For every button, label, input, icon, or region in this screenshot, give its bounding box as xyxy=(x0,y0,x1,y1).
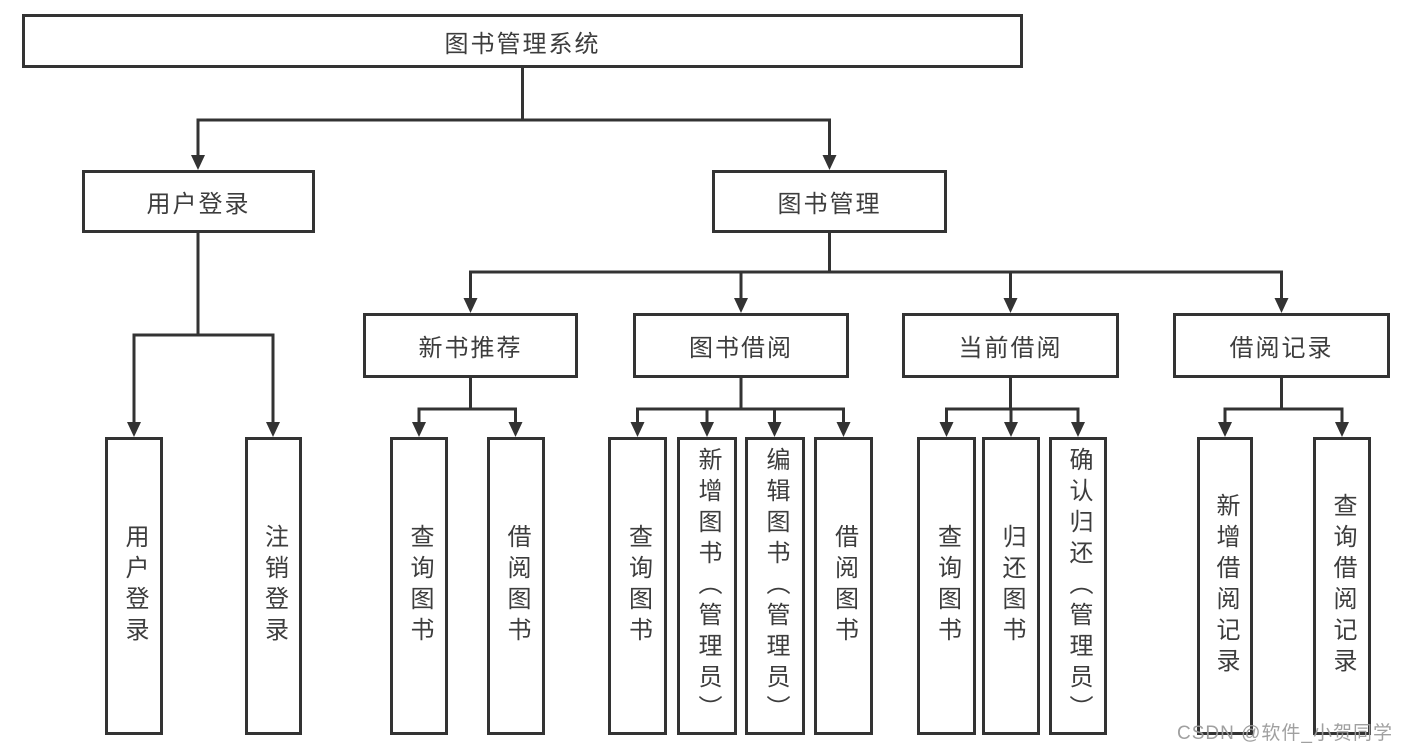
node-borrowing-records-label: 借阅记录 xyxy=(1229,335,1334,362)
watermark: CSDN @软件_小贺同学 xyxy=(1177,723,1393,744)
leaf-edit-book-admin-label: 编辑图书（管理员） xyxy=(762,446,789,726)
arrowheads xyxy=(127,155,1349,437)
leaf-query-books-2-label: 查询图书 xyxy=(624,524,652,648)
leaf-add-book-admin-label: 新增图书（管理员） xyxy=(694,446,721,726)
leaf-add-borrow-record-label: 新增借阅记录 xyxy=(1212,493,1239,679)
leaf-query-books-1-label: 查询图书 xyxy=(406,524,433,648)
leaf-logout-label: 注销登录 xyxy=(260,524,288,648)
leaf-borrow-books-2-label: 借阅图书 xyxy=(830,524,858,648)
leaf-add-book-admin: 新增图书（管理员） xyxy=(677,437,737,735)
bar-user-login-children xyxy=(132,333,275,425)
node-new-book-recommend-label: 新书推荐 xyxy=(418,335,523,362)
node-book-management-label: 图书管理 xyxy=(777,191,882,218)
node-root-label: 图书管理系统 xyxy=(444,30,601,58)
leaf-query-borrow-record-label: 查询借阅记录 xyxy=(1329,493,1356,679)
leaf-borrow-books-2: 借阅图书 xyxy=(814,437,873,735)
node-user-login: 用户登录 xyxy=(82,170,315,233)
bar-book-management-children xyxy=(469,270,1283,301)
leaf-add-borrow-record: 新增借阅记录 xyxy=(1197,437,1253,735)
leaf-borrow-books-1: 借阅图书 xyxy=(487,437,545,735)
leaf-return-book: 归还图书 xyxy=(982,437,1040,735)
bar-borrow-records-children xyxy=(1223,407,1344,425)
node-book-management: 图书管理 xyxy=(712,170,947,233)
bar-new-book-children xyxy=(417,407,517,425)
node-current-borrowing: 当前借阅 xyxy=(902,313,1119,378)
leaf-query-books-3: 查询图书 xyxy=(917,437,976,735)
leaf-query-books-1: 查询图书 xyxy=(390,437,448,735)
node-root: 图书管理系统 xyxy=(22,14,1023,68)
bar-book-borrow-children xyxy=(636,407,845,425)
node-borrowing-records: 借阅记录 xyxy=(1173,313,1390,378)
leaf-confirm-return-admin: 确认归还（管理员） xyxy=(1049,437,1107,735)
node-book-borrowing-label: 图书借阅 xyxy=(689,335,793,362)
leaf-user-login-label: 用户登录 xyxy=(121,524,148,648)
leaf-confirm-return-admin-label: 确认归还（管理员） xyxy=(1065,446,1092,726)
node-new-book-recommend: 新书推荐 xyxy=(363,313,578,378)
leaf-query-borrow-record: 查询借阅记录 xyxy=(1313,437,1371,735)
leaf-return-book-label: 归还图书 xyxy=(998,524,1025,648)
bar-root-children xyxy=(196,118,831,158)
leaf-user-login: 用户登录 xyxy=(105,437,163,735)
leaf-logout: 注销登录 xyxy=(245,437,302,735)
leaf-edit-book-admin: 编辑图书（管理员） xyxy=(745,437,805,735)
leaf-query-books-2: 查询图书 xyxy=(608,437,667,735)
node-user-login-label: 用户登录 xyxy=(146,191,251,218)
leaf-borrow-books-1-label: 借阅图书 xyxy=(503,524,530,648)
node-book-borrowing: 图书借阅 xyxy=(633,313,849,378)
node-current-borrowing-label: 当前借阅 xyxy=(958,335,1063,362)
leaf-query-books-3-label: 查询图书 xyxy=(933,524,961,648)
